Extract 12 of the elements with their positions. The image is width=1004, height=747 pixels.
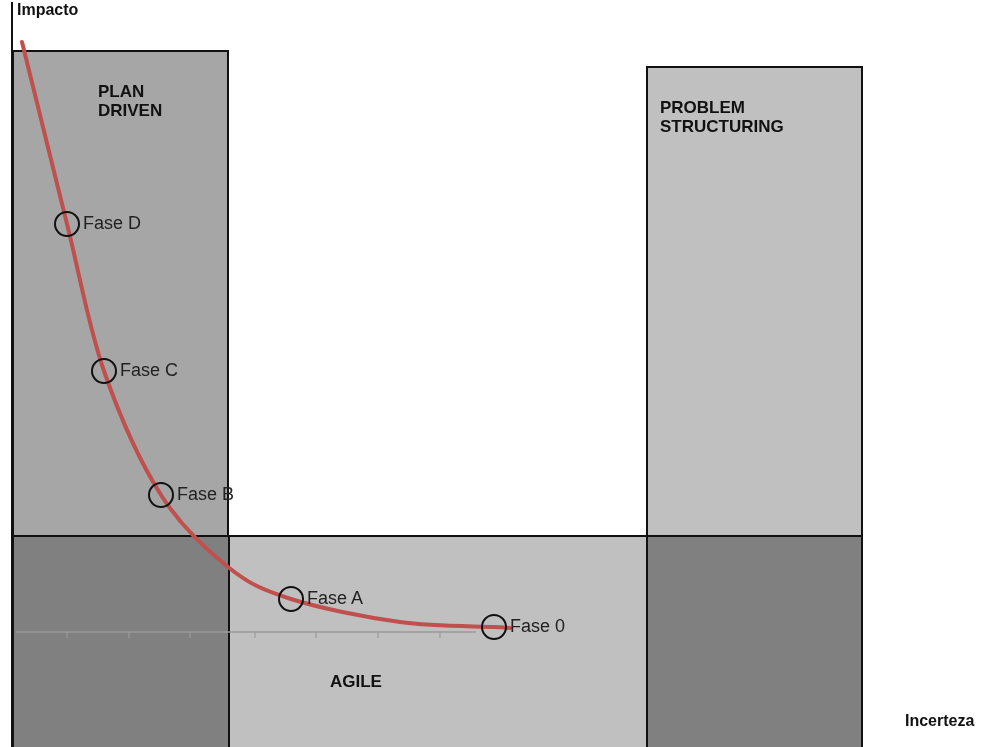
- phase-label: Fase A: [307, 588, 364, 609]
- phase-label: Fase 0: [510, 616, 566, 637]
- phase-label: Fase C: [120, 360, 179, 381]
- region-band: [646, 66, 863, 537]
- axis-label: Incerteza: [905, 712, 975, 730]
- phase-label: Fase D: [83, 213, 142, 234]
- axis-label: Impacto: [17, 1, 79, 19]
- region-title: AGILE: [330, 672, 383, 691]
- region-title: PROBLEM STRUCTURING: [660, 98, 785, 136]
- region-title: PLAN DRIVEN: [98, 82, 164, 120]
- phase-label: Fase B: [177, 484, 235, 505]
- region-band: [12, 535, 863, 747]
